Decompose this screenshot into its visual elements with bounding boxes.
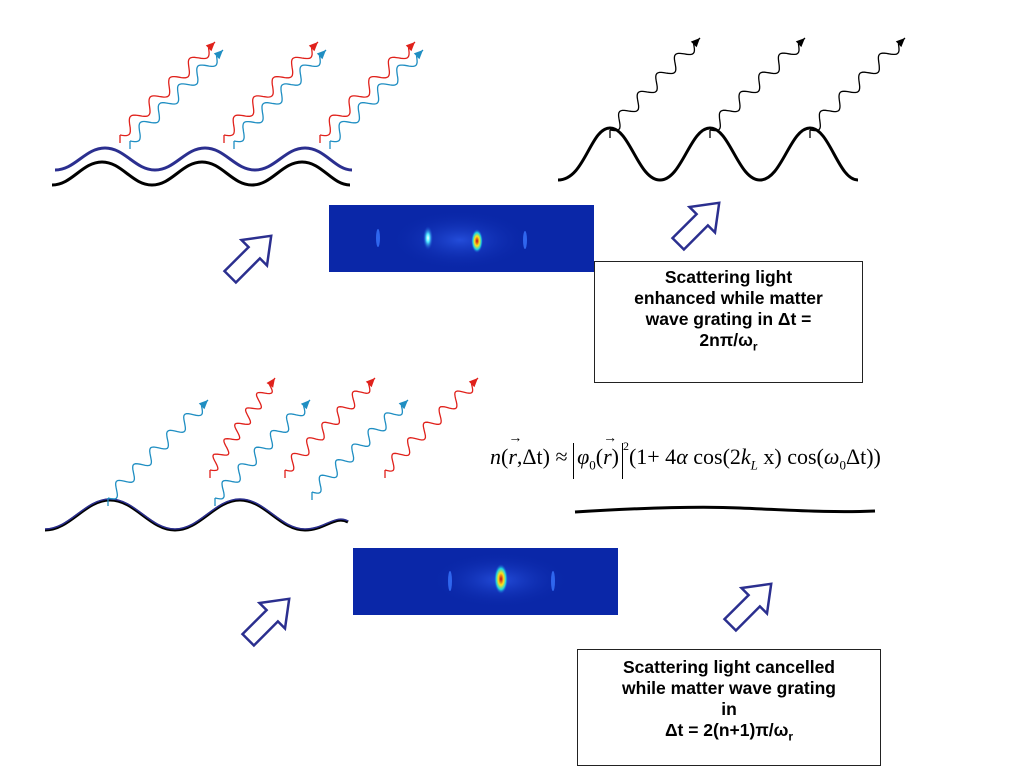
formula-r-vector: r: [508, 417, 521, 479]
caption-cancelled-line1: Scattering light cancelled: [623, 657, 835, 677]
formula-k-sub: L: [750, 457, 758, 473]
formula-alpha: α: [676, 444, 688, 469]
caption-enhanced-line2: enhanced while matter: [634, 288, 823, 308]
formula-k: k: [740, 444, 751, 469]
ray-bottom-1: [107, 399, 209, 500]
blue-ray-top-2: [233, 49, 327, 143]
red-ray-top-3-head: [405, 42, 415, 52]
formula-tail-b: cos(2: [687, 444, 741, 469]
black-ray-3-head: [895, 38, 905, 48]
blue-ray-top-2-head: [316, 50, 326, 60]
black-ray-2: [709, 37, 806, 132]
formula-omega: ω: [823, 444, 840, 469]
caption-cancelled: Scattering light cancelled while matter …: [577, 649, 881, 766]
formula-r2-vector: r: [603, 425, 616, 471]
formula-n: n: [490, 444, 501, 469]
ray-bottom-2: [209, 377, 276, 472]
ray-bottom-6-head: [468, 378, 478, 388]
formula-tail-c: x) cos(: [757, 444, 824, 469]
red-ray-top-2-head: [308, 42, 318, 52]
grating-blue-top-left: [54, 146, 353, 172]
blue-ray-top-3-head: [413, 50, 423, 60]
grating-bottom-left: [44, 498, 349, 532]
formula-dt: ,Δt) ≈: [516, 444, 574, 469]
caption-cancelled-line4: Δt = 2(n+1)π/ωr: [664, 720, 794, 744]
ray-bottom-4-head: [365, 378, 375, 388]
formula-power: 2: [622, 439, 629, 453]
black-ray-1: [609, 37, 701, 132]
black-ray-2-head: [795, 38, 805, 48]
ray-bottom-3-head: [300, 400, 310, 410]
formula-phi: φ: [577, 444, 590, 469]
red-ray-top-3: [319, 41, 416, 137]
pointer-arrows: [222, 201, 773, 648]
formula-abs: φ0(r): [573, 425, 623, 480]
black-ray-1-head: [690, 38, 700, 48]
ray-bottom-5-head: [398, 400, 408, 410]
pointer-arrow-bottom-right: [722, 582, 773, 633]
black-ray-3: [809, 37, 906, 132]
pointer-arrow-top-right: [670, 201, 721, 252]
scattered-light-rays: [107, 37, 906, 506]
absorption-image-bottom: [353, 548, 618, 615]
blue-ray-top-1: [129, 49, 224, 143]
grating-black-top-right: [557, 126, 859, 182]
formula-tail-d: Δt)): [845, 444, 881, 469]
caption-enhanced-line3: wave grating in Δt =: [645, 309, 812, 329]
absorption-image-top: [329, 205, 594, 272]
grating-flat-right: [574, 505, 876, 514]
pointer-arrow-bottom-left: [240, 597, 291, 648]
blue-ray-top-3: [329, 49, 424, 143]
ray-bottom-3: [214, 399, 311, 500]
formula-tail-a: (1+ 4: [628, 444, 677, 469]
caption-enhanced: Scattering light enhanced while matter w…: [594, 261, 863, 383]
caption-cancelled-line2: while matter wave grating: [622, 678, 836, 698]
pointer-arrow-top-left: [222, 234, 273, 285]
red-ray-top-2: [223, 41, 319, 137]
caption-enhanced-line1: Scattering light: [664, 267, 793, 287]
formula-phi-sub: 0: [589, 457, 596, 473]
red-ray-top-1-head: [205, 42, 215, 52]
ray-bottom-5: [311, 399, 409, 494]
ray-bottom-2-head: [266, 378, 275, 388]
caption-enhanced-line4: 2nπ/ωr: [699, 330, 758, 354]
caption-cancelled-line3: in: [721, 699, 737, 719]
density-formula: n(r,Δt) ≈ φ0(r)2(1+ 4α cos(2kL x) cos(ω0…: [490, 417, 1010, 480]
red-ray-top-1: [119, 41, 216, 137]
ray-bottom-1-head: [198, 400, 208, 410]
ray-bottom-4: [284, 377, 376, 472]
formula-omega-sub: 0: [839, 457, 846, 473]
blue-ray-top-1-head: [213, 50, 223, 60]
grating-bottom-left-blue: [44, 498, 349, 530]
ray-bottom-6: [384, 377, 479, 472]
grating-black-top-left: [51, 160, 351, 187]
